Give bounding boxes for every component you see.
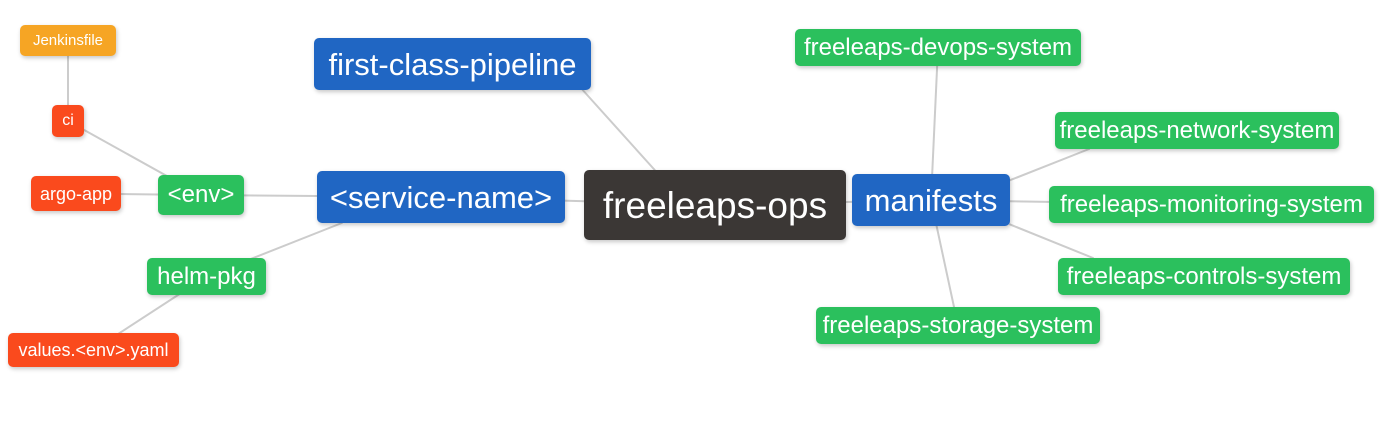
- node-label-freeleaps-controls-system: freeleaps-controls-system: [1066, 262, 1342, 290]
- edge-first-class-pipeline-freeleaps-ops: [581, 89, 656, 171]
- node-argo-app[interactable]: argo-app: [31, 176, 121, 211]
- node-freeleaps-devops-system[interactable]: freeleaps-devops-system: [795, 29, 1081, 66]
- node-freeleaps-monitoring-system[interactable]: freeleaps-monitoring-system: [1049, 186, 1374, 223]
- node-jenkinsfile[interactable]: Jenkinsfile: [20, 25, 116, 56]
- node-label-service-name: <service-name>: [329, 179, 553, 215]
- node-freeleaps-network-system[interactable]: freeleaps-network-system: [1055, 112, 1339, 149]
- node-label-argo-app: argo-app: [39, 183, 113, 204]
- node-label-first-class-pipeline: first-class-pipeline: [328, 46, 577, 82]
- node-label-freeleaps-monitoring-system: freeleaps-monitoring-system: [1060, 190, 1363, 218]
- node-first-class-pipeline[interactable]: first-class-pipeline: [314, 38, 591, 90]
- node-label-freeleaps-devops-system: freeleaps-devops-system: [803, 33, 1073, 61]
- node-label-ci: ci: [62, 112, 74, 129]
- node-env[interactable]: <env>: [158, 175, 244, 215]
- node-freeleaps-storage-system[interactable]: freeleaps-storage-system: [816, 307, 1100, 344]
- node-helm-pkg[interactable]: helm-pkg: [147, 258, 266, 295]
- node-values-env-yaml[interactable]: values.<env>.yaml: [8, 333, 179, 367]
- node-service-name[interactable]: <service-name>: [317, 171, 565, 223]
- node-label-freeleaps-storage-system: freeleaps-storage-system: [822, 311, 1094, 339]
- node-ci[interactable]: ci: [52, 105, 84, 137]
- node-label-values-env-yaml: values.<env>.yaml: [18, 340, 169, 360]
- edge-manifests-freeleaps-network-system: [1009, 148, 1091, 182]
- node-freeleaps-ops[interactable]: freeleaps-ops: [584, 170, 846, 240]
- node-manifests[interactable]: manifests: [852, 174, 1010, 226]
- node-label-env: <env>: [167, 181, 235, 208]
- node-freeleaps-controls-system[interactable]: freeleaps-controls-system: [1058, 258, 1350, 295]
- node-label-manifests: manifests: [864, 182, 998, 218]
- node-label-jenkinsfile: Jenkinsfile: [32, 32, 104, 49]
- node-label-helm-pkg: helm-pkg: [157, 262, 256, 290]
- node-label-freeleaps-network-system: freeleaps-network-system: [1059, 116, 1335, 144]
- edge-manifests-freeleaps-controls-system: [1009, 223, 1095, 259]
- node-label-freeleaps-ops: freeleaps-ops: [602, 184, 828, 226]
